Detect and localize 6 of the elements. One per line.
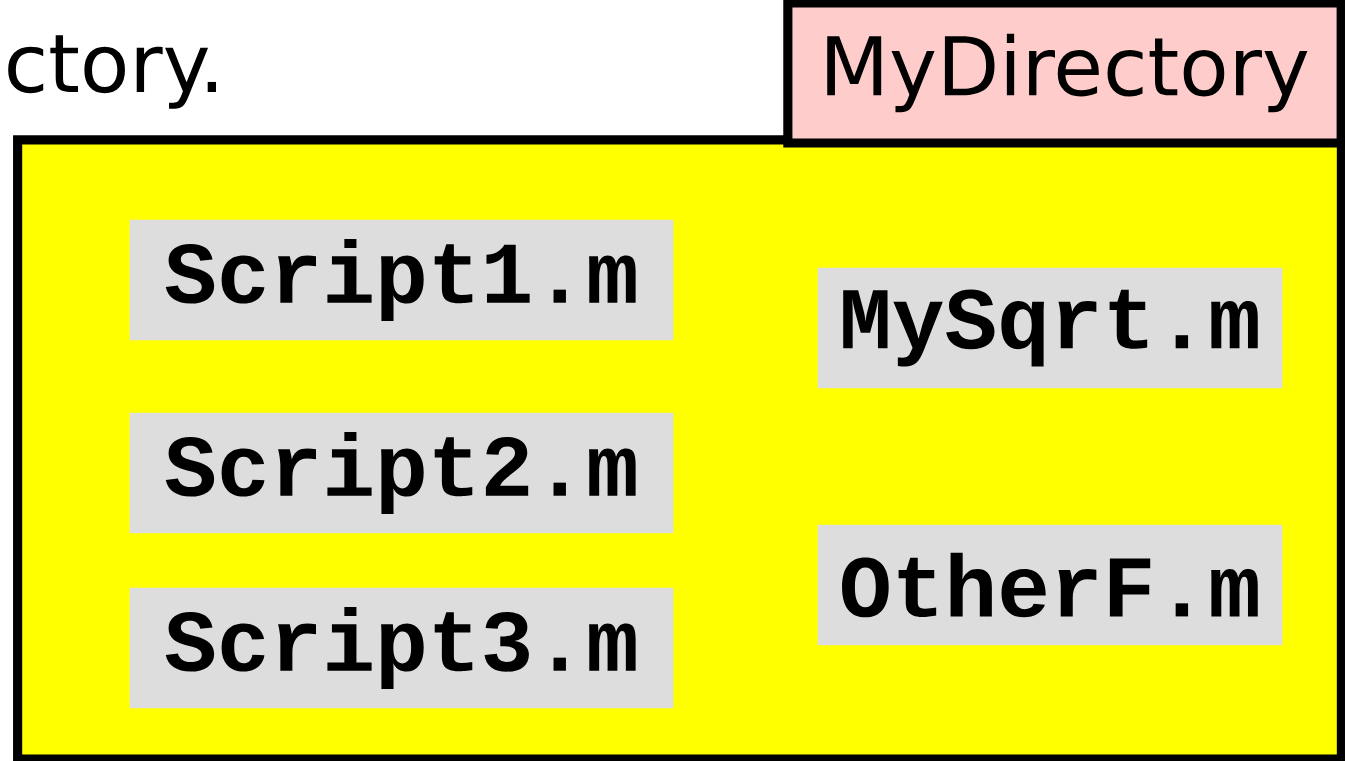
file-box: Script3.m bbox=[129, 587, 674, 709]
file-box: OtherF.m bbox=[817, 524, 1283, 646]
node-label: MyDirectory bbox=[827, 33, 1308, 113]
file-box: Script1.m bbox=[129, 219, 674, 341]
file-box: MySqrt.m bbox=[817, 267, 1283, 389]
file-box: Script2.m bbox=[129, 412, 674, 534]
